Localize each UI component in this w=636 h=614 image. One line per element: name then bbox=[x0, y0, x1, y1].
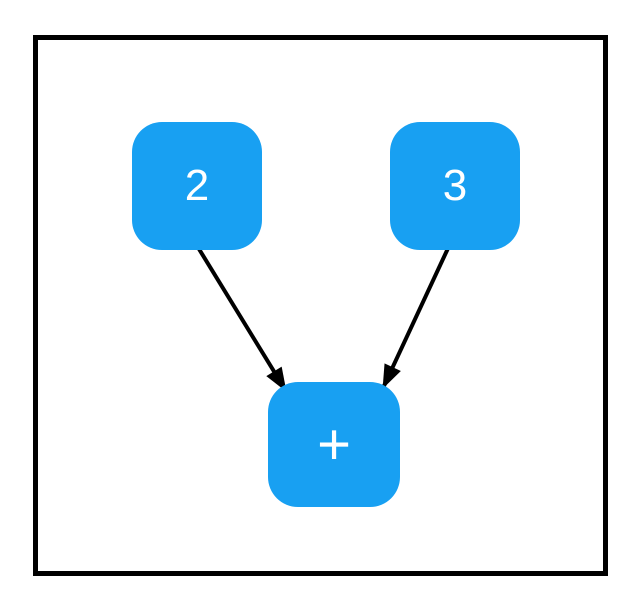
diagram-frame-border bbox=[33, 35, 608, 576]
node-operand-right-label: 3 bbox=[442, 161, 468, 210]
node-operand-right: 3 bbox=[390, 122, 520, 250]
node-operator-plus: + bbox=[268, 382, 400, 507]
node-operand-left-label: 2 bbox=[184, 161, 210, 210]
node-operator-plus-label: + bbox=[317, 411, 351, 477]
node-operand-left: 2 bbox=[132, 122, 262, 250]
